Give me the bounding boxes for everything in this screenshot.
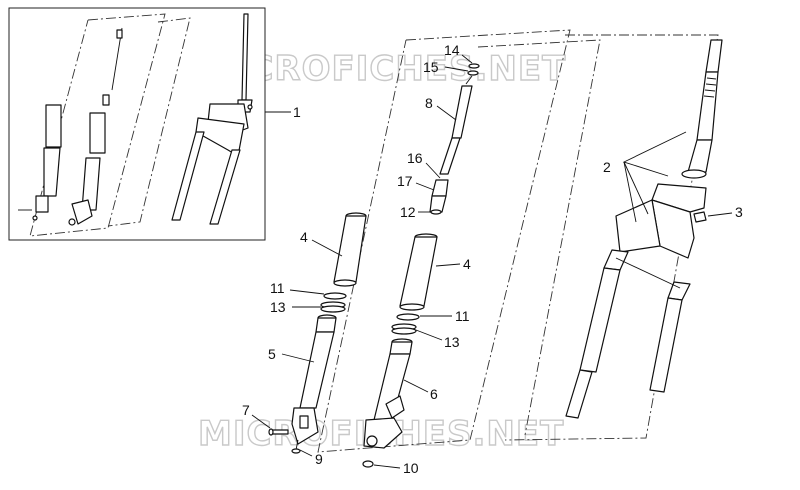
callout-2: 2 [603,159,611,175]
leader-5 [281,353,315,363]
callout-6: 6 [430,386,438,402]
leader-15 [444,66,469,72]
left-fork-leg [268,212,367,454]
callout-5: 5 [268,346,276,362]
leader-6 [403,379,429,393]
callout-4a: 4 [300,229,308,245]
callout-4b: 4 [463,256,471,272]
callout-12: 12 [400,204,416,220]
callout-17: 17 [397,173,413,189]
leader-16 [425,162,441,179]
leader-13b [415,329,443,341]
inset-middle-leg [68,27,123,226]
callout-11a: 11 [270,280,285,296]
steering-fork-assembly [565,39,723,419]
leader-10 [373,464,401,469]
leader-7 [251,414,271,429]
damper-rod-set [429,63,480,215]
leader-4b [435,263,461,267]
leader-4a [311,239,343,257]
overview-inset [8,7,266,241]
leader-14 [461,54,473,64]
leader-2 [622,131,687,177]
leader-9 [299,449,313,457]
callout-7: 7 [242,402,250,418]
callout-15: 15 [423,59,439,75]
leader-11a [289,289,325,295]
leader-3 [707,212,733,217]
leader-8 [436,105,457,121]
dashed-frames [317,29,719,453]
callout-10: 10 [403,460,419,476]
callout-13a: 13 [270,299,286,315]
callout-1: 1 [293,104,301,120]
right-fork-leg [362,233,438,468]
callout-8: 8 [425,95,433,111]
leader-17 [415,182,435,191]
callout-13b: 13 [444,334,460,350]
callout-9: 9 [315,451,323,467]
callout-14: 14 [444,42,460,58]
callout-11b: 11 [455,308,470,324]
inset-left-leg [18,104,62,221]
inset-assembled-fork [171,13,253,225]
callout-16: 16 [407,150,423,166]
callout-3: 3 [735,204,743,220]
